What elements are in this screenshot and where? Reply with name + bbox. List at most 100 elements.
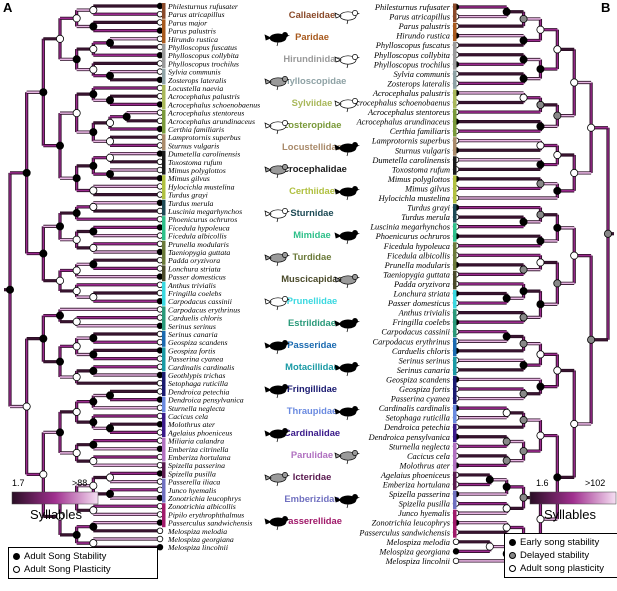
species-label: Passer domesticus	[167, 273, 226, 282]
species-label: Certhia familiaris	[168, 125, 224, 134]
tip-state-marker	[156, 2, 164, 10]
species-label: Passerculus sandwichensis	[167, 519, 252, 528]
tip-state-marker	[156, 232, 164, 239]
ancestral-state-marker	[502, 456, 511, 465]
ancestral-state-marker	[536, 515, 545, 524]
family-color-bar	[162, 3, 166, 19]
filled-circle-icon	[13, 553, 20, 560]
species-label: Parus major	[167, 18, 208, 27]
ancestral-state-marker	[89, 293, 98, 302]
ancestral-state-marker	[519, 265, 528, 274]
species-label: Phylloscopus collybita	[373, 51, 450, 60]
family-label: Paridae	[295, 31, 329, 42]
species-label: Cacicus cela	[407, 452, 450, 461]
ancestral-state-marker	[72, 209, 81, 218]
family-color-bar	[162, 134, 166, 150]
species-label: Geospiza scandens	[168, 338, 228, 347]
species-label: Serinus canaria	[397, 366, 450, 375]
species-label: Phoenicurus ochruros	[375, 232, 450, 241]
tip-state-marker	[156, 445, 164, 452]
bird-silhouette-icon	[334, 406, 360, 421]
right-legend-min: 1.6	[536, 478, 549, 488]
species-label: Geospiza fortis	[399, 385, 450, 394]
species-label: Parus palustris	[167, 27, 216, 36]
tip-state-marker	[156, 535, 164, 543]
family-color-bar	[453, 356, 457, 376]
tip-state-marker	[156, 265, 164, 272]
ancestral-state-marker	[106, 71, 115, 80]
family-label: Estrildidae	[288, 317, 336, 328]
family-color-bar	[162, 437, 166, 462]
species-label: Turdus merula	[168, 199, 214, 208]
ancestral-state-marker	[536, 65, 545, 74]
tip-state-marker	[156, 462, 164, 469]
ancestral-state-marker	[604, 229, 613, 238]
family-label: Emberizidae	[284, 493, 339, 504]
tip-state-marker	[156, 117, 164, 124]
tip-state-marker	[156, 330, 164, 338]
species-label: Miliaria calandra	[167, 437, 224, 446]
family-label: Hirundinidae	[283, 53, 340, 64]
ancestral-state-marker	[39, 88, 48, 97]
key-label: Adult Song Stability	[24, 551, 107, 562]
ancestral-state-marker	[519, 361, 528, 370]
bird-silhouette-icon	[264, 252, 290, 267]
tip-state-marker	[156, 421, 164, 428]
ancestral-state-marker	[536, 300, 545, 309]
species-label: Phylloscopus collybita	[167, 51, 239, 60]
ancestral-state-marker	[519, 36, 528, 45]
key-row-delayed: Delayed stability	[509, 549, 613, 562]
ancestral-state-marker	[89, 202, 98, 211]
ancestral-state-marker	[89, 260, 98, 269]
ancestral-state-marker	[39, 470, 48, 479]
species-label: Ficedula hypoleuca	[383, 242, 450, 251]
bird-silhouette-icon	[264, 32, 290, 47]
right-family-bars	[453, 3, 457, 538]
family-color-bar	[453, 471, 457, 490]
bird-silhouette-icon	[334, 98, 360, 113]
ancestral-state-marker	[570, 78, 579, 87]
tip-state-marker	[156, 76, 164, 83]
species-label: Carpodacus cassinii	[381, 328, 450, 337]
family-color-bar	[453, 70, 457, 89]
species-label: Ficedula albicollis	[386, 251, 450, 260]
ancestral-state-marker	[6, 285, 14, 294]
bird-silhouette-icon	[334, 450, 360, 465]
tip-state-marker	[156, 240, 164, 247]
species-label: Sturnella neglecta	[168, 404, 225, 413]
tip-state-marker	[156, 380, 164, 387]
tip-state-marker	[156, 355, 164, 362]
tip-state-marker	[156, 68, 164, 75]
ancestral-state-marker	[536, 350, 545, 359]
ancestral-state-marker	[106, 424, 115, 433]
tip-state-marker	[156, 511, 164, 518]
species-label: Melospiza georgiana	[378, 547, 450, 556]
ancestral-state-marker	[89, 397, 98, 406]
ancestral-state-marker	[89, 481, 98, 490]
species-label: Mimus polyglottos	[387, 175, 450, 184]
family-color-bar	[453, 204, 457, 223]
tip-state-marker	[156, 35, 164, 42]
ancestral-state-marker	[89, 334, 98, 343]
ancestral-state-marker	[89, 539, 98, 548]
tip-state-marker	[156, 503, 164, 510]
species-label: Geospiza fortis	[168, 346, 215, 355]
family-label: Passerellidae	[282, 515, 342, 526]
species-label: Acrocephalus stentoreus	[367, 108, 450, 117]
ancestral-state-marker	[89, 128, 98, 137]
species-label: Sylvia communis	[168, 68, 221, 77]
species-label: Philesturnus rufusater	[374, 3, 451, 12]
species-label: Sturnella neglecta	[389, 442, 450, 451]
ancestral-state-marker	[89, 457, 98, 466]
species-label: Ficedula hypoleuca	[167, 223, 230, 232]
bird-silhouette-icon	[264, 296, 290, 311]
tip-state-marker	[156, 306, 164, 313]
species-label: Hylocichla mustelina	[378, 194, 450, 203]
species-label: Phoenicurus ochruros	[167, 215, 237, 224]
tip-state-marker	[156, 314, 164, 321]
species-label: Cacicus cela	[168, 412, 208, 421]
ancestral-state-marker	[536, 179, 545, 188]
key-label: Adult Song Plasticity	[24, 564, 111, 575]
species-label: Dumetella carolinensis	[371, 156, 450, 165]
